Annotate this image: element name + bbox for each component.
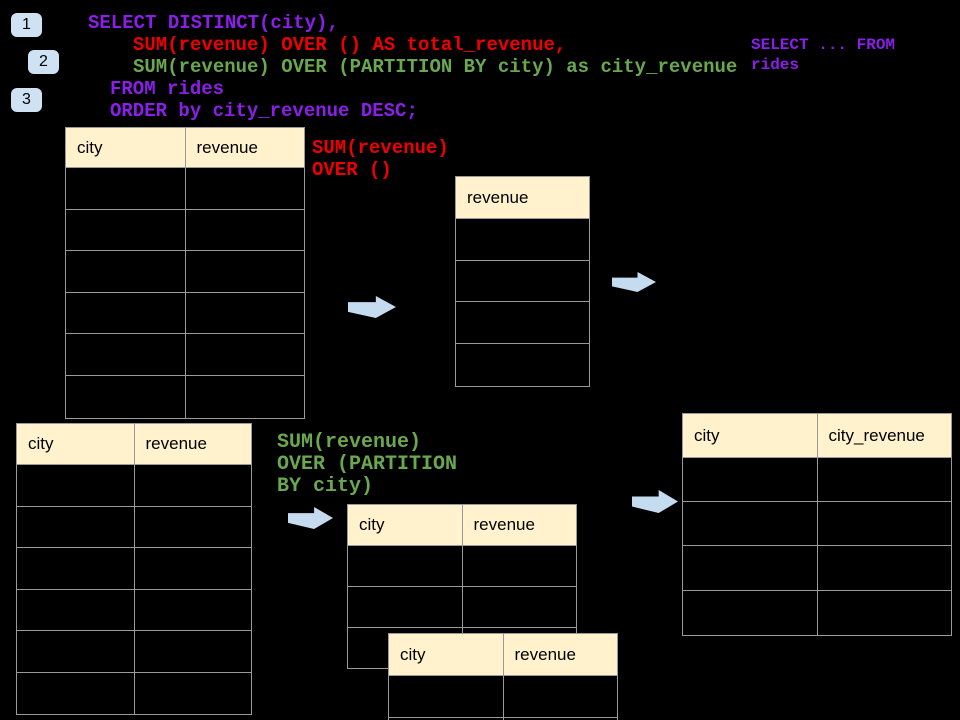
column-header-revenue: revenue	[133, 424, 252, 464]
table-partition-b: city revenue	[388, 633, 618, 720]
table-row	[456, 344, 589, 386]
table-row	[66, 376, 304, 418]
column-header-revenue: revenue	[467, 187, 529, 207]
table-body	[683, 458, 951, 635]
column-header-city: city	[359, 515, 385, 534]
flow-arrow-right-icon	[288, 507, 333, 529]
table-row	[683, 546, 951, 591]
flow-arrow-right-icon	[632, 490, 678, 513]
table-row	[66, 334, 304, 376]
table-header-row: city revenue	[389, 634, 617, 676]
table-row	[456, 261, 589, 303]
sql-code-line-total-revenue: SUM(revenue) OVER () AS total_revenue,	[133, 34, 567, 56]
column-header-city: city	[400, 644, 426, 664]
step-badge-label: 2	[39, 53, 48, 70]
table-row	[17, 673, 251, 715]
table-row	[17, 465, 251, 507]
table-result: city city_revenue	[682, 413, 952, 636]
step-badge-2: 2	[28, 50, 59, 74]
table-row	[683, 502, 951, 547]
table-row	[348, 546, 576, 587]
sql-code-line-select: SELECT DISTINCT(city),	[88, 12, 339, 34]
column-header-city: city	[77, 137, 103, 157]
step-badge-label: 1	[22, 16, 31, 33]
table-row	[456, 219, 589, 261]
flow-arrow-right-icon	[612, 272, 656, 292]
table-header-row: city revenue	[348, 505, 576, 546]
table-row	[348, 587, 576, 628]
table-row	[66, 251, 304, 293]
table-row	[456, 302, 589, 345]
table-row	[17, 507, 251, 548]
table-header-row: revenue	[456, 177, 589, 219]
table-source-bottom: city revenue	[16, 423, 252, 715]
annotation-line: SUM(revenue)	[277, 431, 422, 454]
table-row	[66, 210, 304, 252]
column-header-revenue: revenue	[184, 128, 305, 167]
side-note-select-from-rides: SELECT ... FROM rides	[751, 35, 895, 75]
table-body	[389, 676, 617, 720]
flow-arrow-right-icon	[348, 296, 396, 318]
table-header-row: city revenue	[17, 424, 251, 465]
table-body	[17, 465, 251, 714]
column-header-city-revenue: city_revenue	[816, 414, 952, 457]
annotation-line: OVER ()	[312, 159, 392, 181]
sql-code-line-from: FROM rides	[110, 78, 225, 100]
table-total-revenue: revenue	[455, 176, 590, 387]
table-row	[683, 591, 951, 635]
side-note-line2: rides	[751, 56, 800, 74]
table-header-row: city city_revenue	[683, 414, 951, 458]
table-row	[389, 676, 617, 718]
sql-code-line-partition: SUM(revenue) OVER (PARTITION BY city) as…	[133, 56, 738, 78]
table-row	[17, 631, 251, 673]
table-row	[17, 548, 251, 590]
step-badge-label: 3	[22, 91, 31, 108]
table-body	[66, 168, 304, 418]
table-body	[348, 546, 576, 669]
table-row	[66, 168, 304, 210]
annotation-line: SUM(revenue)	[312, 137, 449, 159]
table-row	[66, 293, 304, 335]
annotation-total-revenue: SUM(revenue)OVER ()	[312, 137, 449, 181]
table-body	[456, 219, 589, 386]
column-header-revenue: revenue	[461, 505, 577, 545]
table-header-row: city revenue	[66, 128, 304, 168]
annotation-line: OVER (PARTITION	[277, 453, 458, 476]
step-badge-3: 3	[11, 88, 42, 112]
table-source-top: city revenue	[65, 127, 305, 419]
annotation-line: BY city)	[277, 475, 374, 498]
sql-code-line-order: ORDER by city_revenue DESC;	[110, 100, 418, 122]
side-note-line1: SELECT ... FROM	[751, 36, 896, 54]
column-header-revenue: revenue	[502, 634, 618, 675]
step-badge-1: 1	[11, 13, 42, 37]
column-header-city: city	[28, 434, 54, 453]
table-row	[17, 590, 251, 631]
column-header-city: city	[694, 425, 720, 445]
table-row	[683, 458, 951, 503]
